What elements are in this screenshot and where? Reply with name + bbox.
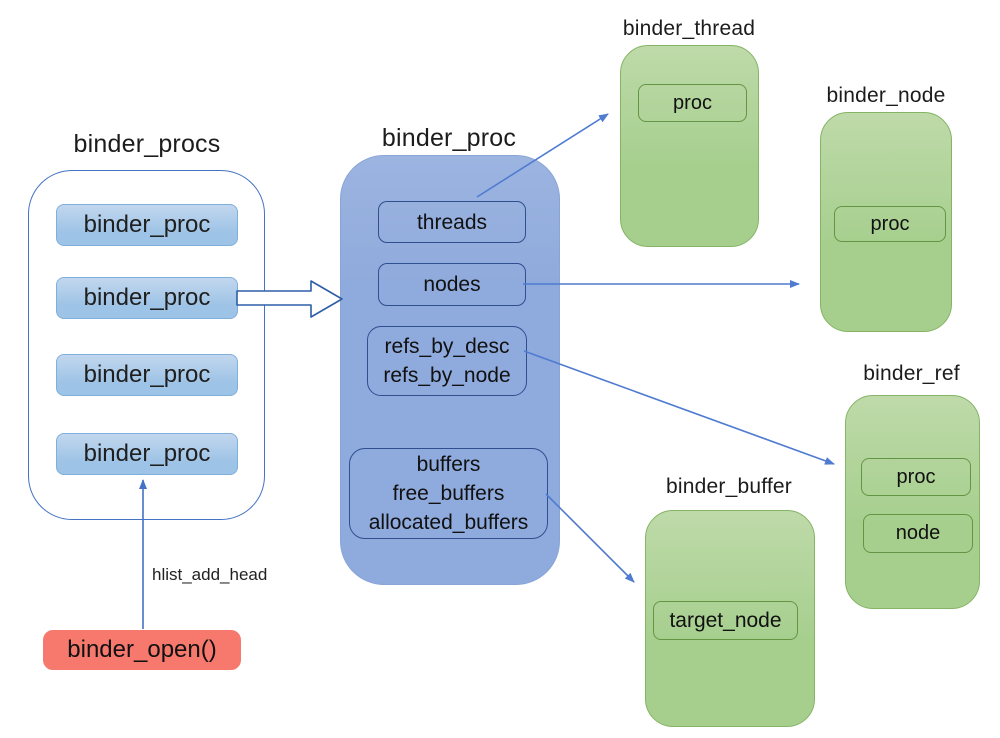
binder-node-box: proc [820,112,952,332]
binder-ref-box: proc node [845,395,980,609]
arrow-refs-to-binder-ref [523,350,835,465]
binder-ref-node-label: node [895,522,941,544]
binder-proc-detail-panel: threads nodes refs_by_desc refs_by_node … [340,155,560,585]
binder-proc-item-4: binder_proc [56,433,238,475]
binder-thread-title: binder_thread [622,17,756,40]
binder-thread-box: proc [620,45,759,247]
binder-proc-detail-title: binder_proc [381,124,517,152]
field-buffers: buffers free_buffers allocated_buffers [349,448,548,539]
binder-node-proc-field: proc [834,206,946,242]
binder-proc-item-3: binder_proc [56,354,238,396]
field-buffers-line2: free_buffers [392,482,505,505]
binder-node-title: binder_node [826,84,946,107]
field-refs-line1: refs_by_desc [384,335,510,358]
field-buffers-line1: buffers [416,453,481,476]
binder-proc-item-label: binder_proc [83,361,211,388]
binder-proc-item-label: binder_proc [83,440,211,467]
binder-ref-proc-label: proc [896,465,936,488]
binder-thread-proc-label: proc [673,91,712,114]
binder-proc-item-2: binder_proc [56,277,238,319]
field-threads: threads [378,201,526,243]
hlist-add-head-label: hlist_add_head [152,565,268,584]
field-refs: refs_by_desc refs_by_node [367,326,527,396]
binder-buffer-box: target_node [645,510,815,727]
field-nodes-label: nodes [423,273,481,296]
binder-node-proc-label: proc [870,212,910,235]
binder-buffer-title: binder_buffer [666,475,792,498]
binder-procs-title: binder_procs [73,130,221,158]
field-refs-line2: refs_by_node [383,364,511,387]
binder-proc-item-label: binder_proc [83,211,211,238]
binder-ref-proc-field: proc [861,458,971,496]
field-buffers-line3: allocated_buffers [368,511,529,534]
binder-open-label: binder_open() [67,636,217,663]
field-threads-label: threads [416,210,488,234]
binder-ref-node-field: node [863,514,973,553]
binder-buffer-target-node-label: target_node [669,608,782,632]
binder-thread-proc-field: proc [638,84,747,122]
binder-proc-item-label: binder_proc [83,284,211,311]
field-nodes: nodes [378,263,526,306]
binder-procs-container: binder_proc binder_proc binder_proc bind… [28,170,265,520]
binder-buffer-target-node-field: target_node [653,601,798,640]
binder-ref-title: binder_ref [863,362,960,385]
binder-open-box: binder_open() [43,630,241,670]
binder-proc-item-1: binder_proc [56,204,238,246]
